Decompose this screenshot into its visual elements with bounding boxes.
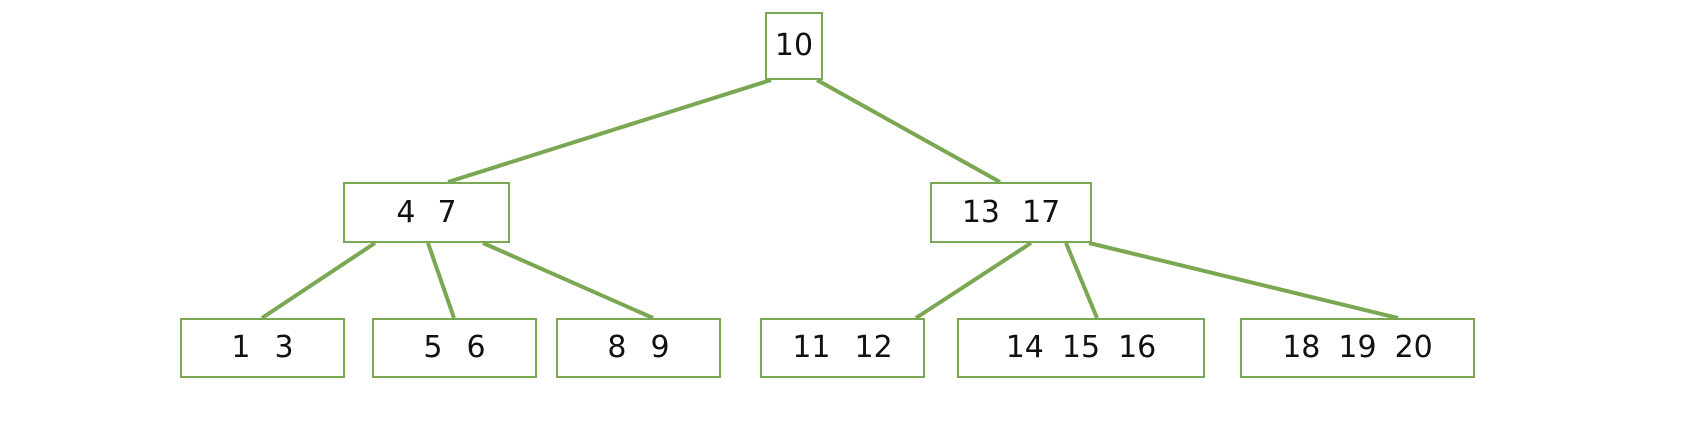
node-internal-right-keys: 13 17 [951, 194, 1071, 230]
edge-root-to-internal-left [447, 78, 772, 184]
key-cell: 19 [1338, 330, 1377, 365]
node-root-keys: 10 [773, 31, 815, 61]
edge-internal-right-to-leaf-6 [1088, 241, 1399, 320]
key-cell: 8 [607, 330, 627, 365]
node-leaf-1[interactable]: 1 3 [180, 318, 345, 378]
key-cell: 14 [1005, 330, 1044, 365]
node-leaf-2[interactable]: 5 6 [372, 318, 537, 378]
key-cell: 16 [1118, 330, 1157, 365]
node-leaf-4-keys: 11 12 [780, 333, 904, 363]
node-internal-left[interactable]: 4 7 [343, 182, 510, 243]
key-cell: 12 [854, 330, 893, 365]
node-leaf-2-keys: 5 6 [411, 333, 497, 363]
node-leaf-5[interactable]: 14 15 16 [957, 318, 1205, 378]
key-cell: 10 [774, 28, 814, 63]
edge-internal-left-to-leaf-1 [260, 241, 377, 320]
edge-internal-right-to-leaf-5 [1064, 242, 1099, 319]
key-cell: 3 [274, 330, 294, 365]
edge-internal-left-to-leaf-2 [426, 242, 456, 319]
key-cell: 9 [650, 330, 670, 365]
node-leaf-6[interactable]: 18 19 20 [1240, 318, 1475, 378]
node-leaf-4[interactable]: 11 12 [760, 318, 925, 378]
node-leaf-5-keys: 14 15 16 [997, 333, 1166, 363]
key-cell: 18 [1282, 330, 1321, 365]
key-cell: 17 [1022, 194, 1061, 230]
node-root[interactable]: 10 [765, 12, 823, 80]
edge-internal-left-to-leaf-3 [482, 241, 654, 320]
key-cell: 20 [1394, 330, 1433, 365]
node-leaf-3-keys: 8 9 [595, 333, 681, 363]
node-leaf-3[interactable]: 8 9 [556, 318, 721, 378]
key-cell: 7 [437, 194, 457, 230]
key-cell: 5 [423, 330, 443, 365]
key-cell: 4 [396, 194, 416, 230]
node-internal-right[interactable]: 13 17 [930, 182, 1092, 243]
edge-root-to-internal-right [816, 78, 1001, 184]
key-cell: 13 [961, 194, 1000, 230]
key-cell: 1 [231, 330, 251, 365]
node-leaf-6-keys: 18 19 20 [1273, 333, 1442, 363]
node-internal-left-keys: 4 7 [385, 194, 467, 230]
key-cell: 15 [1061, 330, 1101, 365]
key-cell: 11 [792, 330, 831, 365]
key-cell: 6 [466, 330, 486, 365]
node-leaf-1-keys: 1 3 [219, 333, 305, 363]
edge-internal-right-to-leaf-4 [914, 241, 1033, 320]
